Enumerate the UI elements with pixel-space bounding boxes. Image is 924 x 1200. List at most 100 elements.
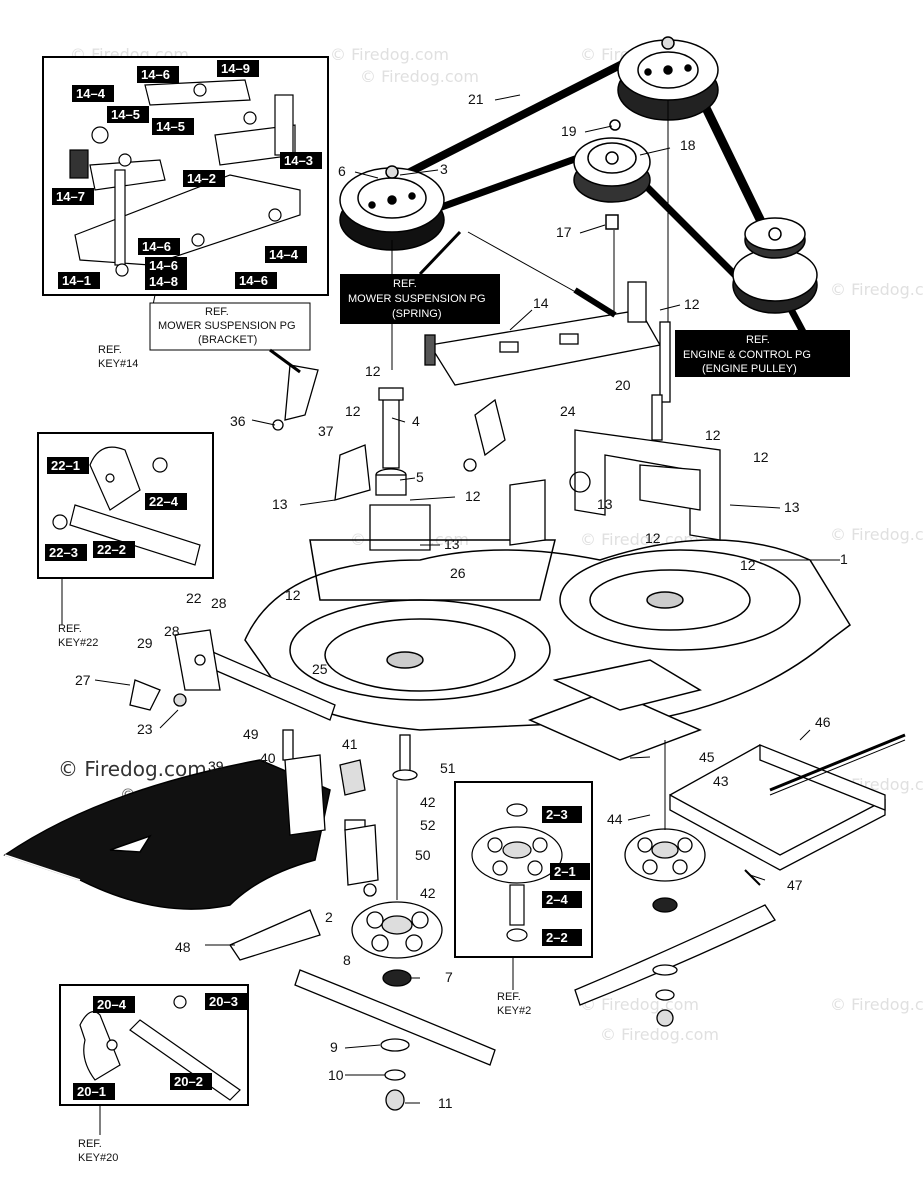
svg-text:14–2: 14–2 [187, 171, 216, 186]
ref-bracket-3: (BRACKET) [198, 334, 257, 346]
svg-text:14–6: 14–6 [149, 258, 178, 273]
ref-key22-ref: REF. [58, 623, 82, 635]
callout-5: 5 [416, 469, 424, 485]
callout-49: 49 [243, 726, 259, 742]
tag-14-9: 14–9 [217, 60, 259, 77]
svg-text:14–6: 14–6 [141, 67, 170, 82]
callout-41: 41 [342, 736, 358, 752]
svg-text:14–5: 14–5 [111, 107, 140, 122]
ref-engine-2: ENGINE & CONTROL PG [683, 349, 811, 361]
callout-29: 29 [137, 635, 153, 651]
callout-21: 21 [468, 91, 484, 107]
tag-14-7: 14–7 [52, 188, 94, 205]
watermark: © Firedog.com [830, 280, 924, 299]
tag-14-6: 14–6 [138, 238, 180, 255]
callout-12: 12 [684, 296, 700, 312]
tag-14-4: 14–4 [265, 246, 307, 263]
callout-12: 12 [365, 363, 381, 379]
callout-19: 19 [561, 123, 577, 139]
callout-13: 13 [784, 499, 800, 515]
svg-text:14–6: 14–6 [239, 273, 268, 288]
tag-14-5: 14–5 [152, 118, 194, 135]
svg-text:22–2: 22–2 [97, 542, 126, 557]
tag-14-8: 14–8 [145, 273, 187, 290]
callout-12: 12 [465, 488, 481, 504]
svg-text:20–2: 20–2 [174, 1074, 203, 1089]
watermark: © Firedog.com [600, 1025, 719, 1044]
idler-pulley-18 [573, 119, 651, 340]
ref-engine-3: (ENGINE PULLEY) [702, 363, 797, 375]
leader-lines [94, 94, 840, 1104]
ref-spring-2: MOWER SUSPENSION PG [348, 293, 486, 305]
callout-42: 42 [420, 885, 436, 901]
svg-text:14–8: 14–8 [149, 274, 178, 289]
callout-45: 45 [699, 749, 715, 765]
tag-14-4: 14–4 [72, 85, 114, 102]
callout-22: 22 [186, 590, 202, 606]
inset-key-2: 2–3 2–1 2–4 2–2 [454, 781, 593, 958]
callout-26: 26 [450, 565, 466, 581]
callout-10: 10 [328, 1067, 344, 1083]
callout-12: 12 [705, 427, 721, 443]
callout-44: 44 [607, 811, 623, 827]
reference-labels: REF. KEY#14 REF. KEY#22 REF. KEY#2 REF. … [58, 230, 850, 1164]
watermark: © Firedog.com [830, 525, 924, 544]
tag-2-4: 2–4 [542, 891, 582, 908]
svg-text:22–1: 22–1 [51, 458, 80, 473]
tag-22-1: 22–1 [47, 457, 89, 474]
ref-key20-ref: REF. [78, 1138, 102, 1150]
tag-2-1: 2–1 [550, 863, 590, 880]
ref-key20-key: KEY#20 [78, 1152, 118, 1164]
tag-20-4: 20–4 [93, 996, 135, 1013]
svg-text:2–3: 2–3 [546, 807, 568, 822]
callout-2: 2 [325, 909, 333, 925]
callout-numbers: 1 2 3 4 5 6 7 8 9 10 11 12 12 12 12 12 1… [75, 91, 848, 1111]
callout-6: 6 [338, 163, 346, 179]
callout-36: 36 [230, 413, 246, 429]
tag-14-6: 14–6 [137, 66, 179, 83]
svg-text:20–4: 20–4 [97, 997, 127, 1012]
discharge-chute-39 [3, 759, 331, 910]
ref-spring-3: (SPRING) [392, 308, 442, 320]
ref-key2-ref: REF. [497, 991, 521, 1003]
ref-engine-1: REF. [746, 334, 770, 346]
svg-text:2–1: 2–1 [554, 864, 576, 879]
inset-key-22: 22–1 22–4 22–3 22–2 [37, 432, 214, 579]
callout-18: 18 [680, 137, 696, 153]
callout-48: 48 [175, 939, 191, 955]
callout-47: 47 [787, 877, 803, 893]
callout-28: 28 [164, 623, 180, 639]
svg-text:2–4: 2–4 [546, 892, 568, 907]
tag-14-6: 14–6 [145, 257, 187, 274]
inset-key-14: 14–9 14–6 14–4 14–5 14–5 14–3 14–2 14–7 … [42, 56, 329, 296]
svg-text:14–4: 14–4 [76, 86, 106, 101]
callout-11: 11 [438, 1095, 453, 1111]
bracket-20 [509, 394, 721, 546]
callout-13: 13 [272, 496, 288, 512]
tag-14-6: 14–6 [235, 272, 277, 289]
tag-22-3: 22–3 [45, 544, 87, 561]
front-hanger-bracket-43 [669, 733, 906, 886]
svg-text:22–3: 22–3 [49, 545, 78, 560]
svg-text:14–4: 14–4 [269, 247, 299, 262]
watermark: © Firedog.com [830, 995, 924, 1014]
svg-text:14–6: 14–6 [142, 239, 171, 254]
callout-9: 9 [330, 1039, 338, 1055]
svg-text:14–1: 14–1 [62, 273, 91, 288]
callout-24: 24 [560, 403, 576, 419]
ref-bracket-2: MOWER SUSPENSION PG [158, 320, 296, 332]
callout-51: 51 [440, 760, 456, 776]
callout-23: 23 [137, 721, 153, 737]
ref-key22-key: KEY#22 [58, 637, 98, 649]
ref-key14-ref: REF. [98, 344, 122, 356]
suspension-bracket-ref [272, 364, 506, 472]
engine-pulley-lower [732, 217, 818, 314]
callout-43: 43 [713, 773, 729, 789]
ref-spring-1: REF. [393, 278, 417, 290]
callout-12: 12 [740, 557, 756, 573]
callout-13: 13 [444, 536, 460, 552]
svg-text:14–5: 14–5 [156, 119, 185, 134]
callout-27: 27 [75, 672, 91, 688]
svg-text:14–9: 14–9 [221, 61, 250, 76]
